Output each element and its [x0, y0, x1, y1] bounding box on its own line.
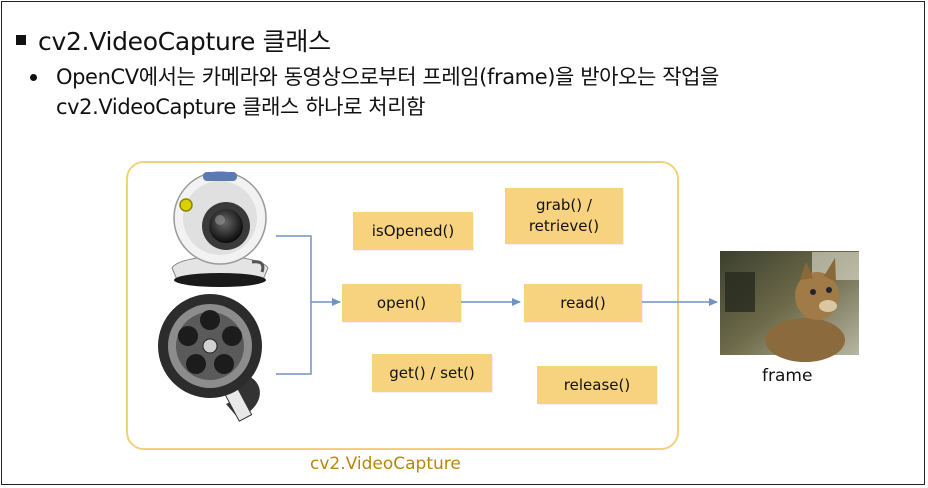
container-label: cv2.VideoCapture — [310, 454, 461, 474]
read-method: read() — [524, 284, 642, 322]
webcam-icon — [171, 171, 269, 287]
isopened-method: isOpened() — [353, 212, 473, 250]
frame-image — [720, 251, 859, 362]
get-set-method: get() / set() — [372, 354, 492, 392]
read-label: read() — [560, 293, 606, 312]
videocapture-container — [126, 161, 679, 450]
get-set-label: get() / set() — [389, 363, 475, 382]
release-label: release() — [563, 375, 631, 394]
title-row: cv2.VideoCapture 클래스 — [16, 22, 331, 58]
round-bullet-icon — [30, 74, 37, 81]
description: OpenCV에서는 카메라와 동영상으로부터 프레임(frame)을 받아오는 … — [30, 62, 896, 122]
description-line-1: OpenCV에서는 카메라와 동영상으로부터 프레임(frame)을 받아오는 … — [56, 65, 719, 89]
grab-label: grab() / — [536, 196, 592, 214]
release-method: release() — [537, 366, 657, 404]
isopened-label: isOpened() — [371, 221, 455, 240]
source-connector — [276, 235, 341, 375]
description-line-2: cv2.VideoCapture 클래스 하나로 처리함 — [56, 95, 426, 119]
retrieve-label: retrieve() — [528, 217, 600, 235]
square-bullet-icon — [16, 35, 26, 45]
grab-retrieve-method: grab() / retrieve() — [505, 188, 623, 244]
film-reel-icon — [158, 294, 262, 422]
open-label: open() — [376, 293, 427, 312]
frame-label: frame — [762, 366, 813, 386]
slide-title: cv2.VideoCapture 클래스 — [38, 27, 331, 56]
open-method: open() — [342, 284, 461, 322]
